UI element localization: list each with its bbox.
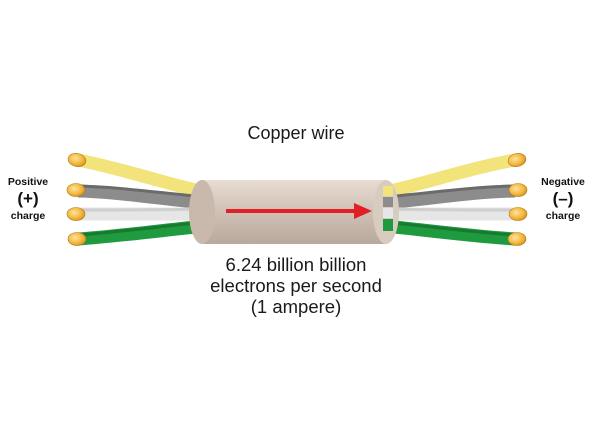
right-wire-gray (384, 184, 516, 210)
left-wire-gray-dark (77, 184, 206, 199)
right-wire-green (384, 219, 516, 246)
positive-symbol: (+) (17, 189, 39, 208)
right-wires (383, 153, 528, 246)
left-copper-tip-1 (67, 153, 87, 167)
left-copper-tip-4 (67, 232, 87, 246)
sheath-left-end (189, 180, 215, 244)
electron-rate-line1: 6.24 billion billion (225, 254, 367, 275)
positive-charge-label: Positive (+) charge (4, 176, 52, 222)
electron-rate-line3: (1 ampere) (250, 296, 342, 317)
left-wire-yellow (76, 153, 207, 199)
left-wire-white-shade (77, 207, 206, 212)
right-copper-tip-4 (507, 232, 527, 246)
copper-wire-label: Copper wire (247, 123, 345, 143)
positive-word: Positive (7, 176, 49, 188)
negative-symbol: (–) (552, 189, 574, 208)
sheath-right-opening (383, 186, 393, 231)
right-wire-green-shade (384, 220, 516, 237)
left-copper-tip-3 (66, 207, 86, 221)
right-wire-white-shade (384, 207, 516, 212)
right-copper-tip-3 (508, 207, 528, 221)
negative-charge-label: Negative (–) charge (537, 176, 589, 222)
electron-rate-label: 6.24 billion billion electrons per secon… (146, 254, 446, 317)
left-wires (66, 153, 207, 246)
negative-word: Negative (541, 176, 585, 188)
right-copper-tip-2 (508, 183, 528, 197)
electron-rate-line2: electrons per second (210, 275, 382, 296)
left-copper-tip-2 (66, 183, 86, 197)
negative-charge-word: charge (545, 210, 581, 222)
current-arrow (226, 203, 372, 219)
positive-charge-word: charge (10, 210, 46, 222)
right-wire-gray-dark (384, 184, 516, 199)
right-wire-yellow (383, 153, 517, 199)
right-copper-tip-1 (507, 153, 527, 167)
